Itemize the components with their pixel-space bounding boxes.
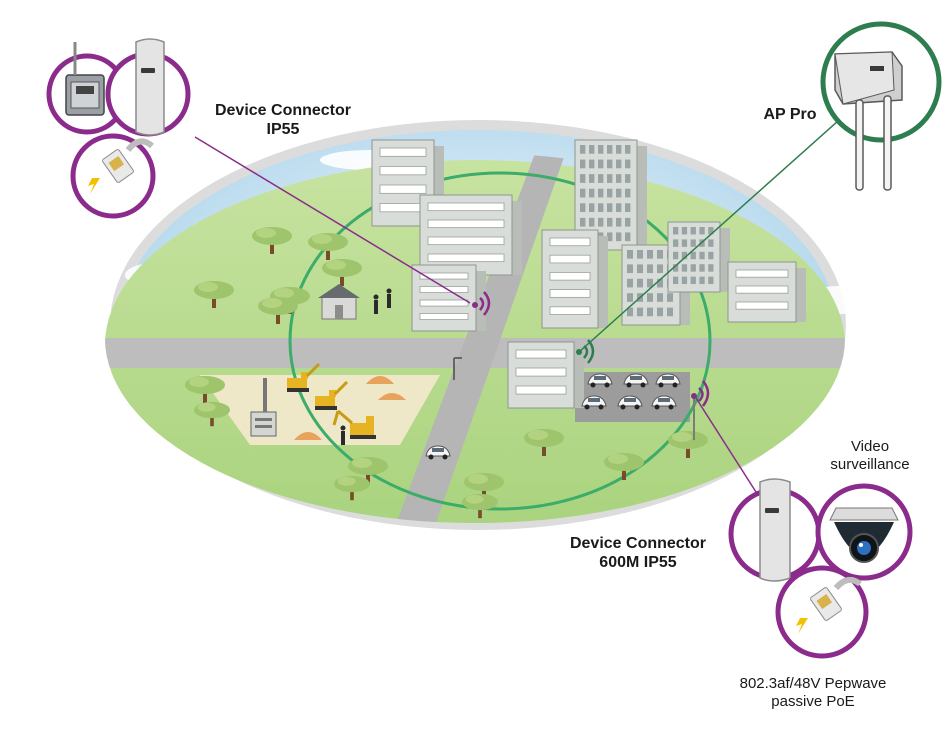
label-line: surveillance (830, 456, 910, 473)
label-ap-pro: AP Pro (755, 105, 825, 124)
label-line: passive PoE (771, 693, 855, 710)
diagonal-road (390, 153, 570, 523)
building (411, 264, 486, 332)
people (340, 288, 392, 445)
label-device-connector-ip55: Device Connector IP55 (203, 101, 363, 139)
tree (464, 473, 504, 500)
building (541, 229, 608, 329)
antenna-icon (135, 38, 165, 136)
wifi-signal-icon (691, 380, 710, 407)
coverage-circle (288, 171, 712, 511)
connector-line-ip55 (194, 136, 471, 304)
tree (194, 401, 230, 427)
car (655, 373, 681, 388)
tree (322, 259, 362, 286)
tree (185, 376, 225, 403)
label-line: 600M IP55 (599, 554, 677, 572)
wifi-signal-icon (576, 339, 595, 364)
tree (462, 493, 498, 519)
car (587, 373, 613, 388)
wifi-signal-icon (472, 291, 491, 316)
label-video-surveillance: Video surveillance (815, 438, 925, 474)
buildings (371, 139, 806, 409)
cabinet-icon (65, 42, 105, 116)
tree (252, 227, 292, 254)
tree (308, 233, 348, 260)
label-line: 802.3af/48V Pepwave (739, 675, 887, 692)
label-line: Device Connector (569, 535, 707, 552)
ethernet-plug-icon (796, 576, 862, 634)
ap-pro-device-icon (834, 51, 903, 191)
building (667, 221, 730, 293)
label-line: Video (850, 438, 890, 455)
car (617, 395, 643, 410)
car (581, 395, 607, 410)
tree (668, 431, 708, 458)
tree (334, 475, 370, 501)
construction-machinery (287, 362, 376, 439)
tree (258, 297, 298, 324)
house (318, 284, 360, 320)
tree (604, 453, 644, 480)
label-device-connector-600m: Device Connector 600M IP55 (558, 534, 718, 572)
street-lamp (453, 357, 462, 380)
factory (250, 378, 277, 437)
connector-line-600m (695, 397, 757, 493)
label-line: Device Connector (214, 102, 352, 119)
cars (425, 373, 681, 460)
dome-camera-icon (829, 507, 899, 563)
label-line: AP Pro (763, 106, 817, 123)
tree (194, 281, 234, 308)
label-line: IP55 (266, 121, 300, 139)
building (727, 261, 806, 323)
ethernet-plug-icon (88, 138, 155, 194)
device-connector-ip55-cluster (46, 38, 191, 219)
tree (348, 457, 388, 484)
connector-line-ap-pro (578, 95, 867, 353)
sand-piles (294, 376, 406, 440)
device-connector-600m-cluster (728, 478, 913, 659)
building (507, 341, 584, 409)
car (651, 395, 677, 410)
car (425, 445, 451, 460)
tree (524, 429, 564, 456)
ap-pro-cluster (820, 21, 942, 191)
label-poe: 802.3af/48V Pepwave passive PoE (718, 675, 908, 711)
building (419, 194, 522, 276)
antenna-icon (759, 478, 791, 582)
car (623, 373, 649, 388)
trees (185, 227, 708, 519)
